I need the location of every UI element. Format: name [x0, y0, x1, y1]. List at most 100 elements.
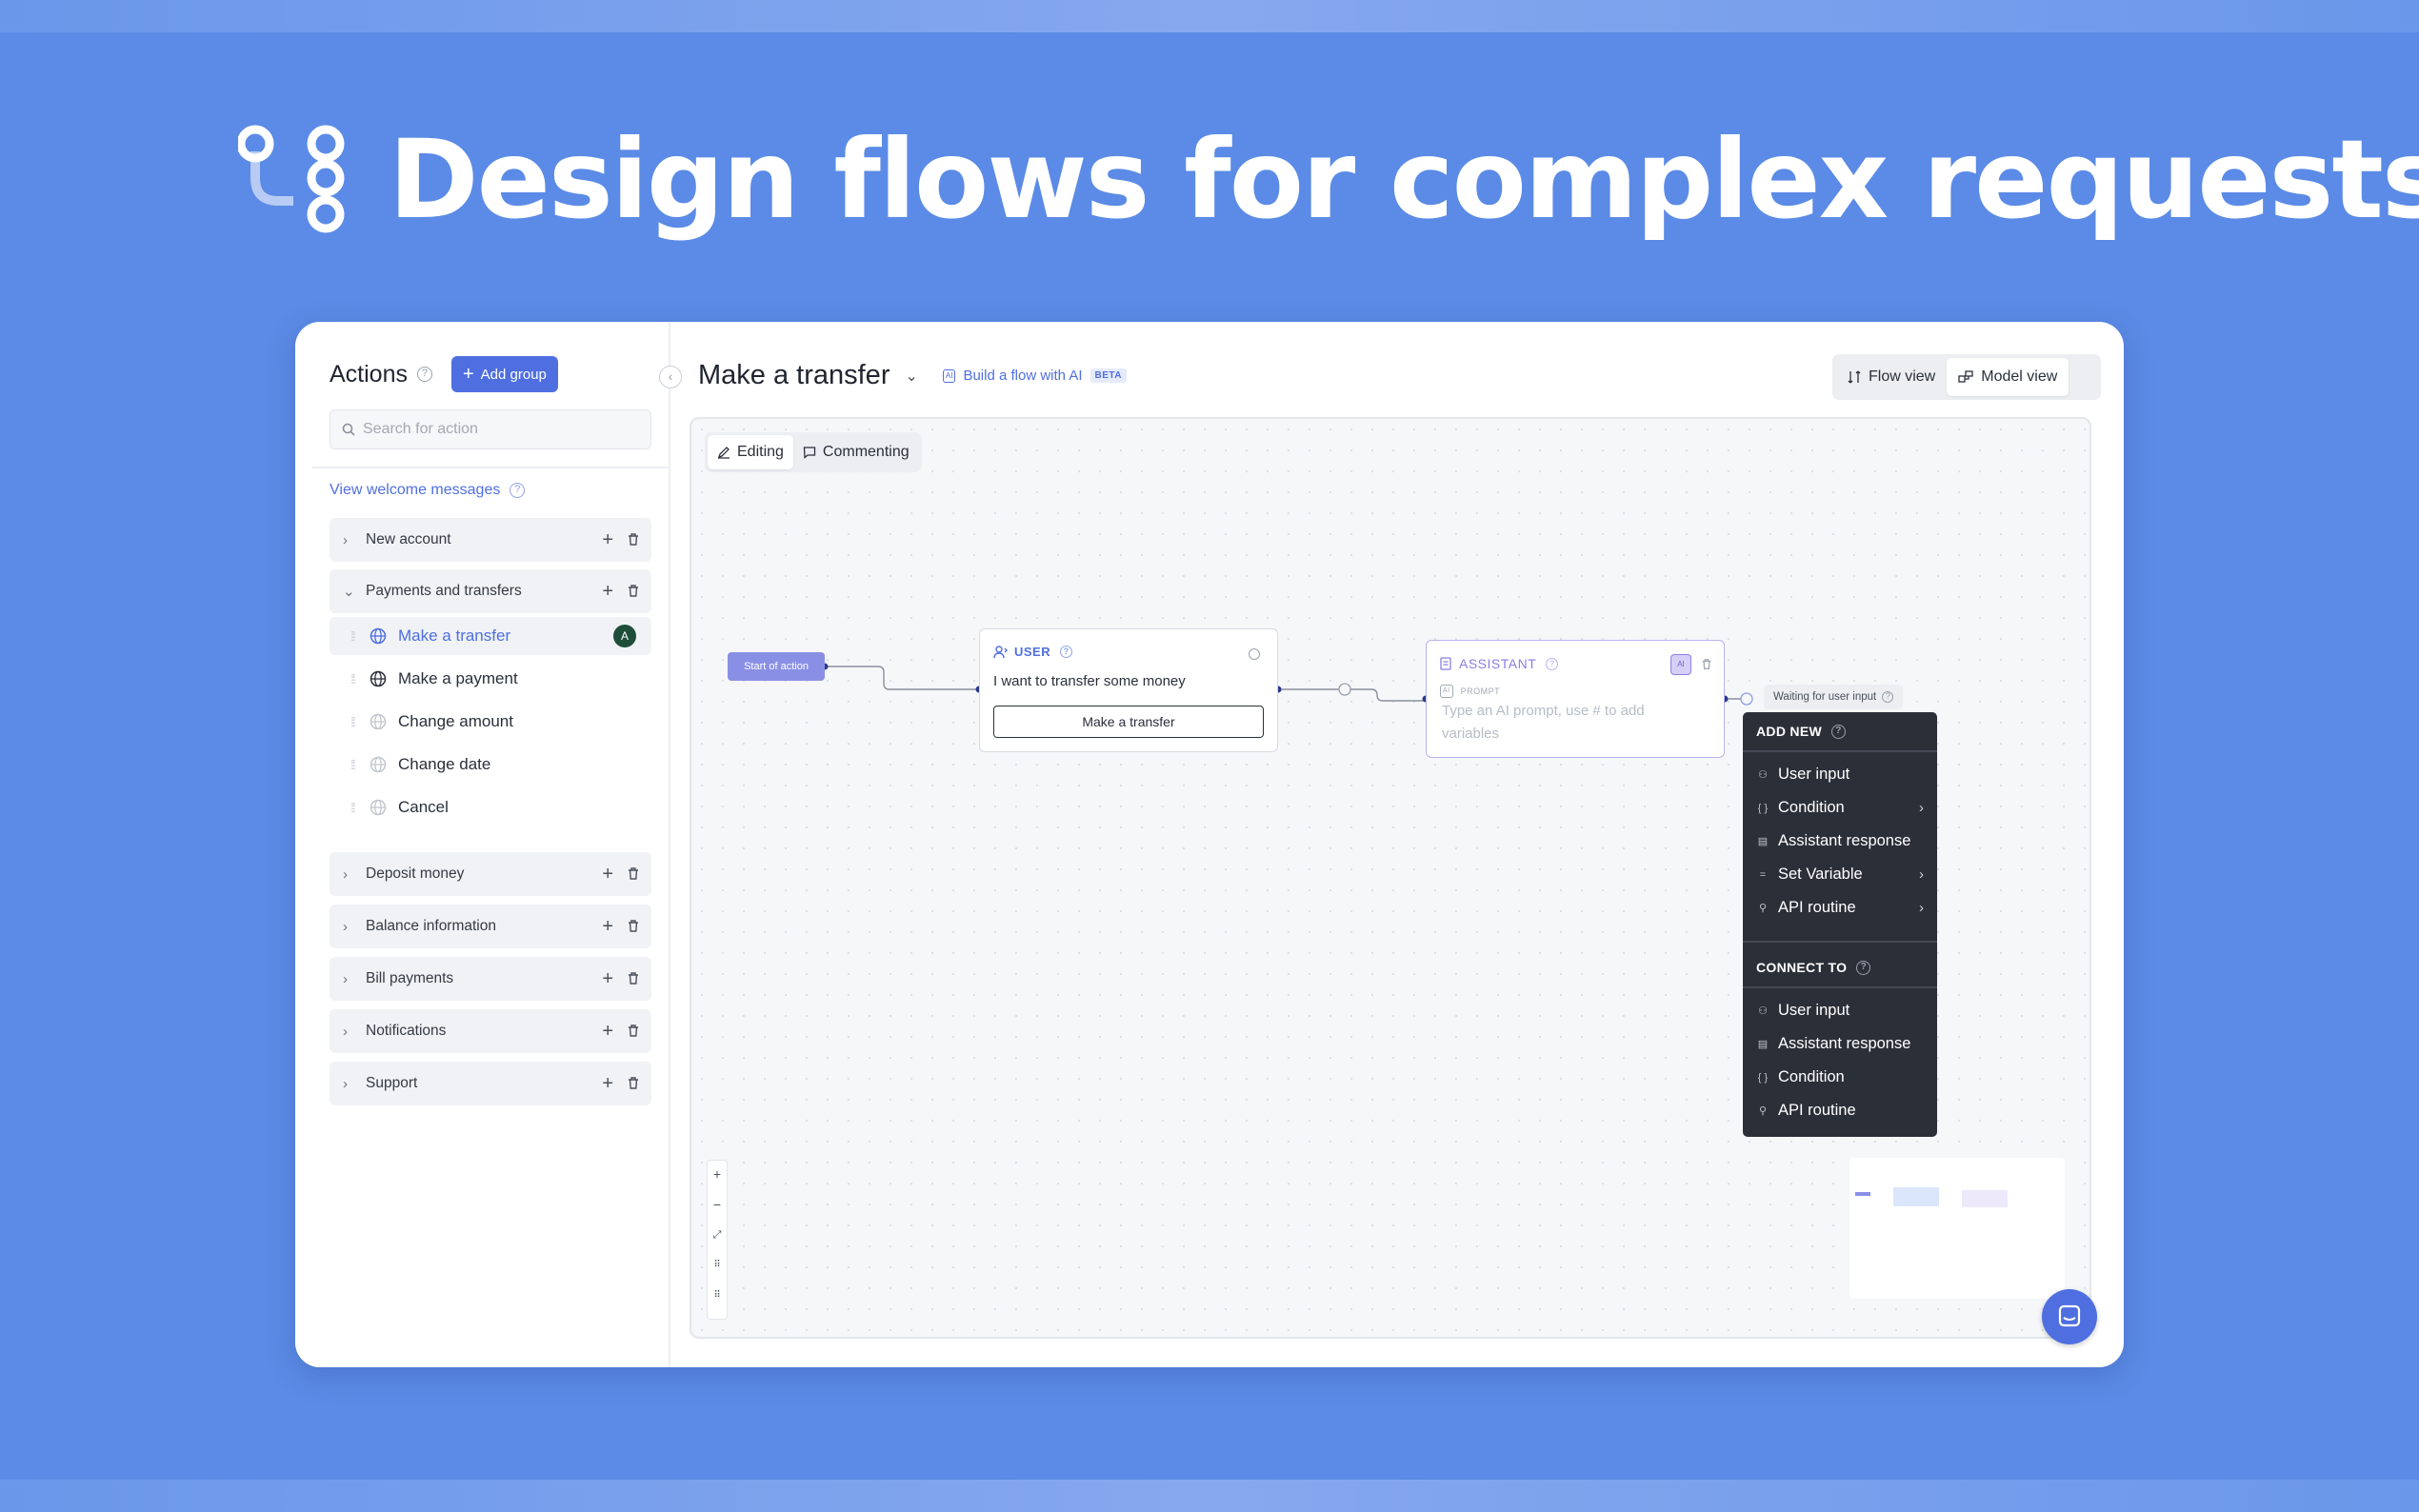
braces-icon: { }: [1757, 1071, 1769, 1084]
chevron-right-icon[interactable]: ›: [343, 918, 348, 935]
group-notifications[interactable]: › Notifications +: [330, 1009, 651, 1053]
menu-item-label: Set Variable: [1778, 865, 1863, 883]
add-action-button[interactable]: +: [602, 1021, 613, 1042]
editing-tab[interactable]: Editing: [708, 435, 793, 469]
chevron-right-icon: ›: [1919, 800, 1924, 816]
trash-icon[interactable]: [627, 1076, 640, 1090]
action-make-a-payment[interactable]: ⁞⁞ Make a payment: [330, 660, 651, 698]
action-label: Make a transfer: [398, 627, 511, 645]
add-group-button[interactable]: + Add group: [450, 356, 558, 392]
drag-handle-icon[interactable]: ⠿: [713, 1290, 721, 1301]
trash-icon[interactable]: [627, 584, 640, 598]
chevron-right-icon[interactable]: ›: [343, 531, 348, 548]
ai-icon: AI: [1440, 685, 1453, 698]
menu-divider: [1743, 750, 1937, 752]
menu-divider: [1743, 941, 1937, 943]
drag-handle-icon[interactable]: ⁞⁞: [350, 628, 356, 644]
group-support[interactable]: › Support +: [330, 1062, 651, 1105]
action-change-amount[interactable]: ⁞⁞ Change amount: [330, 703, 651, 741]
collapse-sidebar-button[interactable]: ‹: [659, 366, 682, 388]
chevron-down-icon[interactable]: ⌄: [905, 368, 918, 385]
globe-icon: [370, 670, 387, 687]
chevron-right-icon[interactable]: ›: [343, 1023, 348, 1040]
trash-icon[interactable]: [627, 532, 640, 547]
group-new-account[interactable]: › New account +: [330, 518, 651, 562]
settings-icon[interactable]: [1249, 648, 1260, 660]
waiting-for-user-input-badge: Waiting for user input ?: [1764, 685, 1904, 709]
user-icon: [993, 645, 1008, 658]
menu-assistant-response[interactable]: ▤ Assistant response: [1756, 832, 1928, 850]
menu-api-routine[interactable]: ⚲ API routine ›: [1756, 899, 1928, 917]
connect-api-routine[interactable]: ⚲ API routine: [1756, 1102, 1928, 1120]
connect-condition[interactable]: { } Condition: [1756, 1068, 1928, 1086]
zoom-out-button[interactable]: −: [712, 1197, 722, 1212]
user-node[interactable]: USER ? I want to transfer some money Mak…: [979, 628, 1278, 752]
comment-icon: [803, 447, 816, 459]
drag-handle-icon[interactable]: ⁞⁞: [350, 800, 356, 815]
action-change-date[interactable]: ⁞⁞ Change date: [330, 746, 651, 784]
chat-launcher-button[interactable]: [2042, 1289, 2097, 1344]
chevron-right-icon[interactable]: ›: [343, 970, 348, 987]
action-label: Make a payment: [398, 669, 518, 687]
add-action-button[interactable]: +: [602, 864, 613, 885]
chevron-down-icon[interactable]: ⌄: [343, 584, 355, 600]
model-view-button[interactable]: Model view: [1947, 358, 2069, 396]
help-icon[interactable]: ?: [416, 367, 432, 382]
braces-icon: { }: [1757, 802, 1769, 814]
group-bill-payments[interactable]: › Bill payments +: [330, 957, 651, 1001]
minimap[interactable]: [1849, 1158, 2065, 1299]
prompt-input[interactable]: Type an AI prompt, use # to add variable…: [1442, 703, 1645, 742]
add-new-header: ADD NEW ?: [1756, 724, 1846, 739]
chevron-right-icon[interactable]: ›: [343, 865, 348, 883]
assistant-node-header: ASSISTANT ?: [1440, 656, 1559, 671]
flow-canvas[interactable]: Editing Commenting Start of action: [690, 417, 2091, 1339]
zoom-in-button[interactable]: +: [712, 1166, 722, 1182]
drag-handle-icon[interactable]: ⁞⁞: [350, 714, 356, 729]
add-action-button[interactable]: +: [602, 968, 613, 989]
add-action-button[interactable]: +: [602, 581, 613, 602]
group-deposit-money[interactable]: › Deposit money +: [330, 852, 651, 896]
globe-icon: [370, 799, 387, 816]
commenting-tab[interactable]: Commenting: [793, 435, 919, 469]
help-icon: ?: [1856, 960, 1871, 975]
drag-handle-icon[interactable]: ⁞⁞: [350, 671, 356, 686]
grid-icon[interactable]: ⠿: [713, 1260, 721, 1270]
trash-icon[interactable]: [1701, 658, 1712, 670]
trash-icon[interactable]: [627, 919, 640, 933]
connect-assistant-response[interactable]: ▤ Assistant response: [1756, 1035, 1928, 1053]
connect-user-input[interactable]: ⚇ User input: [1756, 1002, 1928, 1020]
menu-set-variable[interactable]: = Set Variable ›: [1756, 865, 1928, 884]
trash-icon[interactable]: [627, 1024, 640, 1038]
start-of-action-node[interactable]: Start of action: [728, 652, 825, 681]
make-a-transfer-button[interactable]: Make a transfer: [993, 706, 1264, 738]
drag-handle-icon[interactable]: ⁞⁞: [350, 757, 356, 772]
flow-view-button[interactable]: Flow view: [1836, 358, 1947, 396]
chevron-right-icon[interactable]: ›: [343, 1075, 348, 1092]
document-icon: ▤: [1757, 836, 1769, 847]
search-input[interactable]: Search for action: [330, 409, 651, 449]
view-welcome-messages-link[interactable]: View welcome messages ?: [330, 482, 526, 499]
action-cancel[interactable]: ⁞⁞ Cancel: [330, 788, 651, 826]
menu-condition[interactable]: { } Condition ›: [1756, 799, 1928, 817]
trash-icon[interactable]: [627, 866, 640, 881]
fit-view-icon[interactable]: ⤢: [712, 1229, 722, 1241]
ai-toggle-button[interactable]: AI: [1670, 654, 1691, 675]
add-action-button[interactable]: +: [602, 916, 613, 937]
menu-item-label: Assistant response: [1778, 1035, 1911, 1052]
assistant-node[interactable]: ASSISTANT ? AI AI PROMPT Type an AI prom…: [1426, 640, 1725, 758]
app-window: Actions ? + Add group Search for action …: [295, 322, 2124, 1367]
sidebar-header: Actions ? + Add group: [330, 356, 558, 392]
page-title: Make a transfer: [698, 360, 890, 390]
help-icon: ?: [510, 483, 526, 498]
assistant-node-title: ASSISTANT: [1459, 656, 1537, 671]
add-action-button[interactable]: +: [602, 1073, 613, 1094]
prompt-label-text: PROMPT: [1460, 686, 1501, 696]
build-flow-with-ai-link[interactable]: AI Build a flow with AI BETA: [942, 368, 1127, 384]
menu-user-input[interactable]: ⚇ User input: [1756, 766, 1928, 784]
add-action-button[interactable]: +: [602, 529, 613, 550]
action-make-a-transfer[interactable]: ⁞⁞ Make a transfer A: [330, 617, 651, 655]
beta-badge: BETA: [1090, 368, 1127, 383]
trash-icon[interactable]: [627, 971, 640, 985]
group-payments-and-transfers[interactable]: ⌄ Payments and transfers +: [330, 569, 651, 613]
group-balance-information[interactable]: › Balance information +: [330, 905, 651, 948]
